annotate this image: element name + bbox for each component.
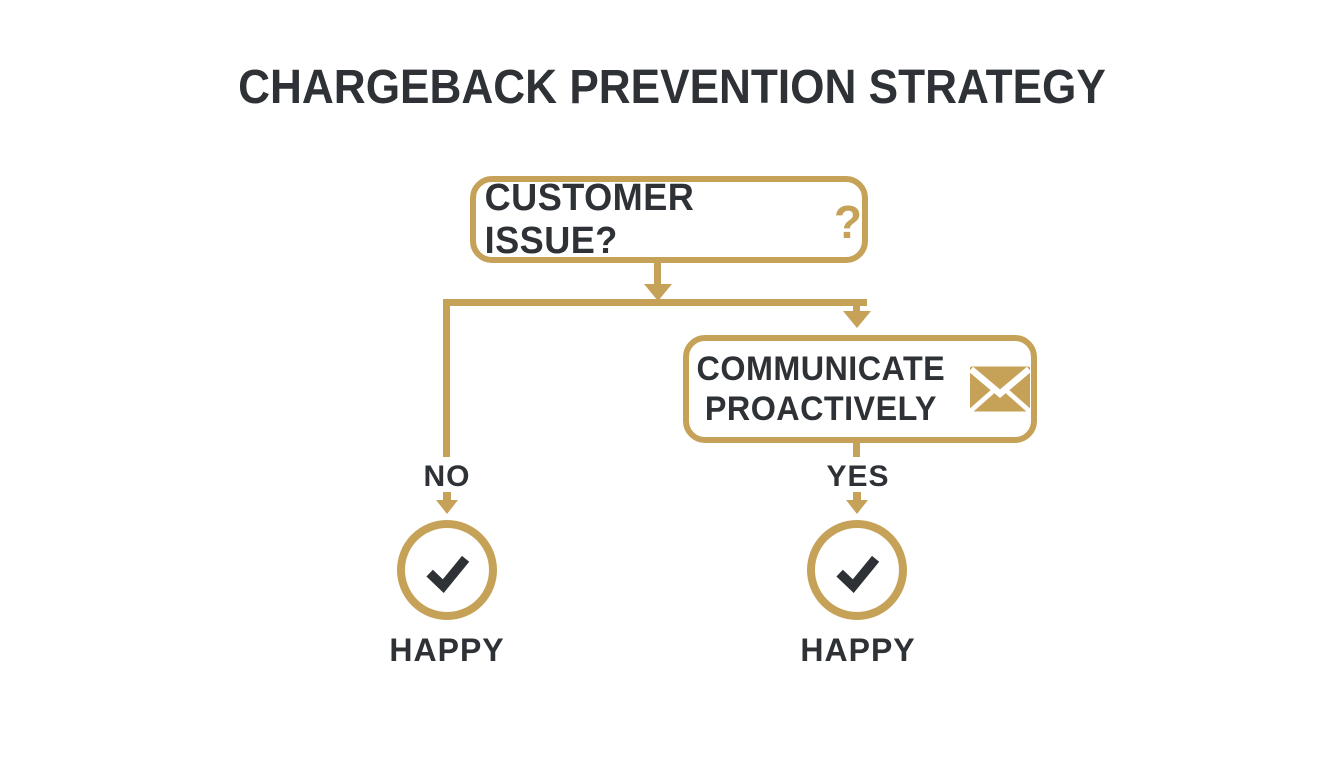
- decision-node-customer-issue: CUSTOMER ISSUE? ?: [470, 176, 868, 263]
- action-label-line2: PROACTIVELY: [704, 390, 937, 428]
- page-title: CHARGEBACK PREVENTION STRATEGY: [238, 61, 1106, 114]
- yes-branch-drop: [853, 299, 860, 312]
- yes-arrow-stem: [853, 492, 861, 501]
- action-node-communicate: COMMUNICATE PROACTIVELY: [683, 335, 1037, 443]
- arrow-down-icon: [436, 500, 458, 514]
- arrow-down-icon: [843, 311, 871, 328]
- outcome-label-no: HAPPY: [389, 632, 505, 668]
- checkmark-icon: [836, 555, 880, 593]
- outcome-circle-no: [397, 520, 497, 620]
- arrow-down-icon: [846, 500, 868, 514]
- arrow-down-icon: [644, 284, 672, 301]
- connector-decision-stem: [654, 262, 661, 286]
- action-label-line1: COMMUNICATE: [696, 349, 946, 388]
- outcome-label-yes: HAPPY: [800, 632, 916, 668]
- no-arrow-stem: [443, 492, 451, 501]
- branch-label-no: NO: [423, 460, 471, 493]
- decision-label: CUSTOMER ISSUE?: [484, 176, 695, 262]
- action-outcome-stem: [853, 442, 860, 457]
- action-label: COMMUNICATE PROACTIVELY: [697, 349, 946, 429]
- envelope-icon: [969, 366, 1030, 412]
- branch-label-yes: YES: [826, 460, 890, 493]
- question-mark-icon: ?: [833, 195, 862, 248]
- outcome-circle-yes: [807, 520, 907, 620]
- branch-horizontal-line: [443, 299, 867, 306]
- no-branch-line: [443, 299, 450, 457]
- checkmark-icon: [426, 555, 470, 593]
